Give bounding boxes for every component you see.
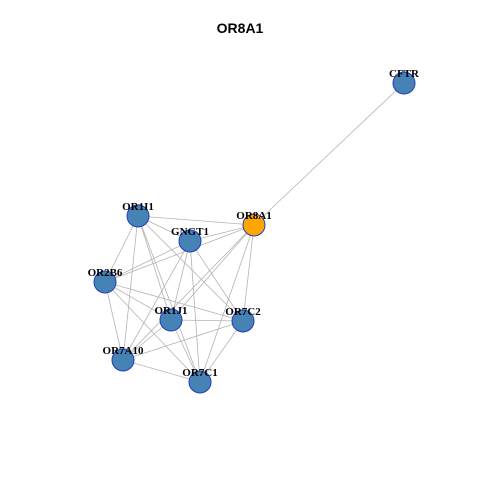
edge-cftr-or8a1: [253, 82, 405, 226]
edge-or8a1-or7a10: [122, 224, 255, 361]
edge-gngt1-or2b6: [104, 240, 191, 283]
edge-or1i1-or7c1: [137, 215, 201, 383]
edge-or2b6-or7c2: [104, 281, 244, 322]
node-label-or2b6: OR2B6: [88, 267, 123, 279]
node-or7c2[interactable]: OR7C2: [225, 306, 261, 333]
node-circle-gngt1[interactable]: [178, 229, 202, 253]
node-label-cftr: CFTR: [389, 68, 420, 80]
edge-or2b6-or7a10: [104, 281, 124, 361]
edge-gngt1-or7c2: [189, 240, 244, 322]
node-circle-or1j1[interactable]: [159, 308, 183, 332]
edge-gngt1-or7c1: [189, 240, 201, 383]
edge-or1i1-or1j1: [137, 215, 172, 321]
edge-or2b6-or1j1: [104, 281, 172, 321]
edge-or2b6-or7c1: [104, 281, 201, 383]
node-circle-or2b6[interactable]: [93, 270, 117, 294]
edge-or7c2-or7a10: [122, 320, 244, 361]
plot-title: OR8A1: [216, 20, 264, 36]
edge-or1i1-or7a10: [122, 215, 139, 361]
edge-or1j1-or7c2: [170, 319, 244, 322]
node-circle-cftr[interactable]: [392, 71, 416, 95]
node-or1i1[interactable]: OR1I1: [122, 201, 154, 228]
edge-or8a1-or1i1: [137, 215, 255, 226]
node-cftr[interactable]: CFTR: [389, 68, 420, 95]
node-circle-or7c1[interactable]: [188, 370, 212, 394]
node-circle-or7c2[interactable]: [231, 309, 255, 333]
node-label-or1i1: OR1I1: [122, 201, 154, 213]
node-label-or7c1: OR7C1: [182, 367, 217, 379]
node-label-or8a1: OR8A1: [236, 210, 271, 222]
edge-gngt1-or7a10: [122, 240, 191, 361]
node-or1j1[interactable]: OR1J1: [155, 305, 188, 332]
node-label-or7c2: OR7C2: [225, 306, 261, 318]
edge-or1i1-or7c2: [137, 215, 244, 322]
edge-gngt1-or1j1: [170, 240, 191, 321]
edge-or8a1-or2b6: [104, 224, 255, 283]
node-circle-or8a1[interactable]: [242, 213, 266, 237]
node-or2b6[interactable]: OR2B6: [88, 267, 123, 294]
edge-or8a1-or7c2: [242, 224, 255, 322]
edge-or1i1-or2b6: [104, 215, 139, 283]
edge-or8a1-or7c1: [199, 224, 255, 383]
edge-or7a10-or7c1: [122, 359, 201, 383]
node-label-or1j1: OR1J1: [155, 305, 188, 317]
edge-or7c2-or7c1: [199, 320, 244, 383]
node-or7c1[interactable]: OR7C1: [182, 367, 218, 394]
node-circle-or7a10[interactable]: [111, 348, 135, 372]
edge-layer: [104, 82, 405, 383]
node-circle-or1i1[interactable]: [126, 204, 150, 228]
node-label-or7a10: OR7A10: [103, 345, 144, 357]
node-or8a1[interactable]: OR8A1: [236, 210, 272, 237]
node-gngt1[interactable]: GNGT1: [171, 226, 209, 253]
node-or7a10[interactable]: OR7A10: [103, 345, 144, 372]
node-label-gngt1: GNGT1: [171, 226, 209, 238]
